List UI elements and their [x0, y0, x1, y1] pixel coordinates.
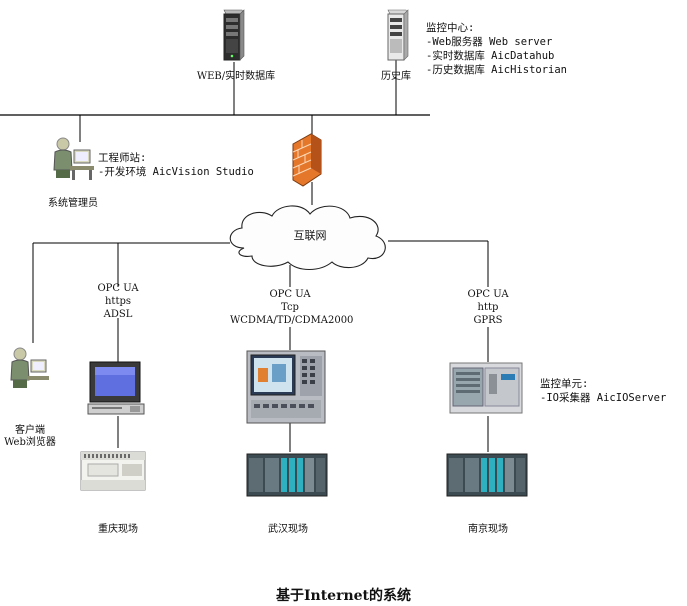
system-admin-label: 系统管理员: [48, 198, 98, 209]
monitoring-center-line-1: -Web服务器 Web server: [426, 36, 553, 48]
internet-label: 互联网: [293, 229, 327, 242]
nanjing-protocol: OPC UA: [467, 289, 509, 300]
internet-cloud-icon: [222, 200, 394, 276]
web-realtime-server-label: WEB/实时数据库: [196, 71, 276, 82]
monitoring-center-line-3: -历史数据库 AicHistorian: [426, 64, 568, 76]
wuhan-protocol: OPC UA: [269, 289, 311, 300]
wuhan-network: WCDMA/TD/CDMA2000: [230, 315, 354, 326]
chongqing-network: ADSL: [103, 309, 133, 320]
site-chongqing-label: 重庆现场: [98, 524, 138, 535]
compact-plc-icon: [80, 448, 146, 498]
client-user-icon: [10, 346, 50, 398]
web-server-icon: [220, 8, 246, 68]
plc-rack-icon: [246, 452, 328, 502]
monitor-unit-title: 监控单元:: [540, 378, 589, 390]
engineer-station-line: -开发环境 AicVision Studio: [98, 166, 254, 178]
io-collector-icon: [449, 362, 523, 418]
monitor-unit-line: -IO采集器 AicIOServer: [540, 392, 667, 404]
monitoring-center-title: 监控中心:: [426, 22, 475, 34]
engineer-station-title: 工程师站:: [98, 152, 147, 164]
engineer-workstation-icon: [52, 136, 96, 186]
hmi-panel-icon: [246, 350, 326, 428]
history-server-icon: [384, 8, 410, 68]
history-server-label: 历史库: [381, 71, 411, 82]
chongqing-transport: https: [104, 296, 131, 307]
plc-rack-icon: [446, 452, 528, 502]
monitoring-center-line-2: -实时数据库 AicDatahub: [426, 50, 555, 62]
client-label: 客户端: [15, 425, 45, 436]
wuhan-transport: Tcp: [281, 302, 299, 313]
site-nanjing-label: 南京现场: [468, 524, 508, 535]
nanjing-network: GPRS: [473, 315, 503, 326]
client-browser-label: Web浏览器: [4, 437, 56, 448]
firewall-icon: [289, 132, 325, 192]
diagram-caption: 基于Internet的系统: [275, 588, 412, 604]
nanjing-transport: http: [477, 302, 499, 313]
chongqing-protocol: OPC UA: [97, 283, 139, 294]
site-wuhan-label: 武汉现场: [268, 524, 308, 535]
desktop-computer-icon: [86, 360, 146, 422]
